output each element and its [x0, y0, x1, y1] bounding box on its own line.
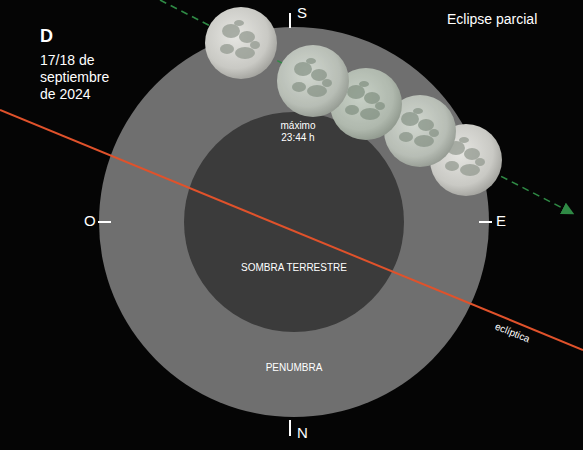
ecliptic-line — [0, 110, 583, 350]
tick-south — [289, 13, 291, 28]
umbra-circle-shape — [184, 112, 404, 332]
maximum-time-label: máximo 23:44 h — [273, 120, 323, 144]
moon-disc — [205, 7, 277, 79]
cardinal-west: O — [84, 212, 96, 230]
moon-mare — [459, 137, 469, 143]
moon-mare — [464, 148, 480, 160]
penumbra-circle-fill — [99, 27, 489, 417]
umbra-circle: SOMBRA TERRESTRE — [184, 112, 404, 332]
moon-mare — [460, 164, 480, 176]
moon-sequence — [205, 7, 502, 196]
moon-shadow-tint — [277, 45, 349, 117]
tick-north — [289, 420, 291, 436]
tick-east — [479, 221, 492, 223]
moon-mare — [222, 24, 240, 38]
cardinal-east: E — [496, 212, 506, 230]
panel-letter: D — [40, 26, 53, 48]
moon-mare — [445, 161, 459, 171]
tick-west — [98, 221, 111, 223]
moon-mare — [250, 41, 260, 49]
region-label: SOMBRA TERRESTRE — [239, 262, 349, 274]
moon-face — [277, 45, 349, 117]
moon-disc — [277, 45, 349, 117]
moon-face — [205, 7, 277, 79]
moon-mare — [235, 47, 255, 59]
moon-mare — [234, 20, 244, 26]
cardinal-south: S — [297, 4, 307, 22]
moon-path — [160, 0, 572, 213]
moon-mare — [220, 44, 234, 54]
cardinal-north: N — [297, 424, 308, 442]
ecliptic-label: eclíptica — [493, 321, 532, 346]
moon-mare — [239, 31, 255, 43]
umbra-circle-fill — [184, 112, 404, 332]
eclipse-type-label: Eclipse parcial — [447, 11, 537, 28]
date-label: 17/18 de septiembre de 2024 — [40, 52, 124, 102]
region-label: PENUMBRA — [234, 362, 354, 374]
moon-mare — [475, 158, 485, 166]
